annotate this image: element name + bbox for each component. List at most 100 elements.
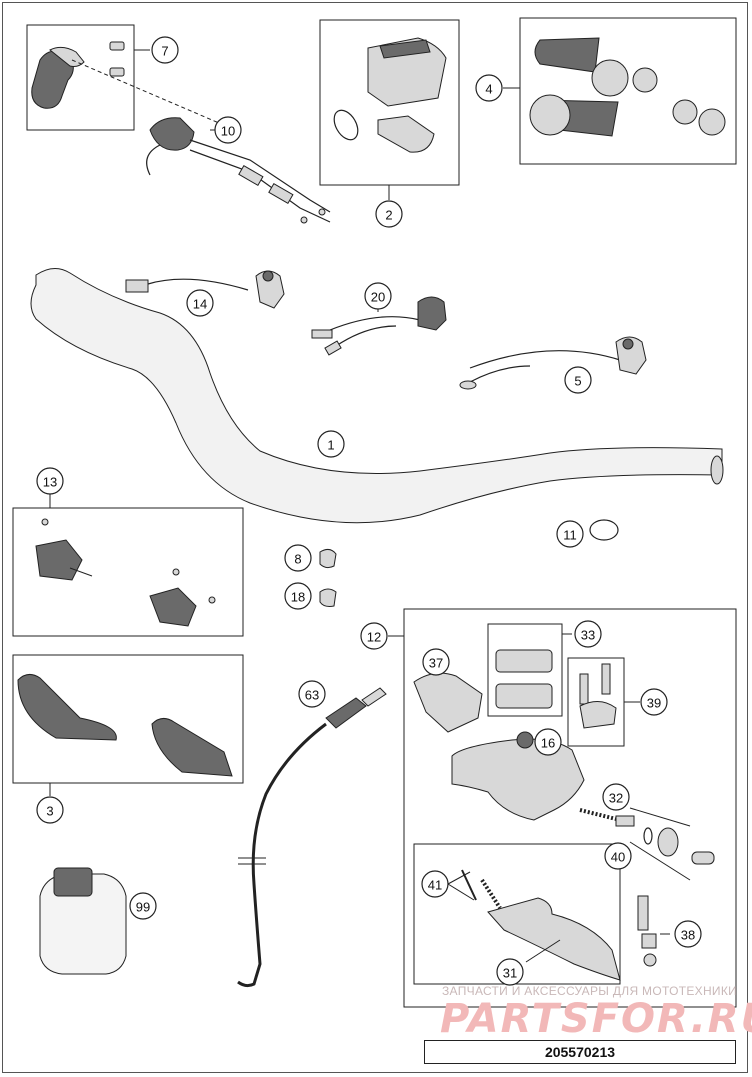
callout-3: 3 — [36, 796, 64, 824]
watermark-brand: PARTSFOR.RU — [440, 996, 752, 1042]
brake-fluid-99-part — [39, 867, 127, 975]
callout-31: 31 — [496, 958, 524, 986]
callout-13: 13 — [36, 467, 64, 495]
callout-number: 8 — [294, 552, 301, 567]
callout-number: 32 — [609, 791, 623, 806]
callout-circle — [284, 582, 312, 610]
callout-circle — [421, 870, 449, 898]
callout-number: 5 — [574, 374, 581, 389]
group-box-lever-31 — [413, 843, 621, 985]
callout-circle — [36, 467, 64, 495]
callout-1: 1 — [317, 430, 345, 458]
callout-11: 11 — [556, 520, 584, 548]
brake-hose-63-part — [237, 687, 387, 988]
callout-10: 10 — [214, 116, 242, 144]
callout-number: 14 — [193, 297, 207, 312]
callout-circle — [564, 366, 592, 394]
reservoir-cap-33-part — [495, 649, 553, 709]
callout-16: 16 — [534, 728, 562, 756]
callout-99: 99 — [129, 892, 157, 920]
handlebar-clamp-cover-part — [333, 37, 447, 153]
seal-40-part — [643, 827, 715, 865]
callout-number: 40 — [611, 850, 625, 865]
piston-set-32-part — [579, 808, 635, 827]
master-cylinder-body-part — [451, 731, 585, 821]
callout-63: 63 — [298, 680, 326, 708]
callout-circle — [317, 430, 345, 458]
pivot-bolt-38-part — [637, 895, 657, 967]
leader-lines — [49, 49, 691, 963]
group-box-handguards — [12, 654, 244, 784]
callout-number: 10 — [221, 124, 235, 139]
callout-number: 11 — [563, 528, 577, 543]
callout-39: 39 — [640, 688, 668, 716]
callout-circle — [129, 892, 157, 920]
callout-circle — [364, 282, 392, 310]
callout-18: 18 — [284, 582, 312, 610]
callout-5: 5 — [564, 366, 592, 394]
brake-lever-31-part — [461, 869, 621, 981]
handguards-part — [17, 674, 233, 777]
callout-circle — [534, 728, 562, 756]
group-box-13 — [12, 507, 244, 637]
grips-part — [529, 37, 726, 137]
callout-number: 4 — [485, 82, 492, 97]
throttle-housing-part — [31, 41, 241, 133]
clip-18-part — [319, 588, 337, 607]
callout-40: 40 — [604, 842, 632, 870]
callout-2: 2 — [375, 200, 403, 228]
callout-circle — [422, 648, 450, 676]
callout-7: 7 — [151, 36, 179, 64]
callout-circle — [604, 842, 632, 870]
callout-38: 38 — [674, 920, 702, 948]
document-number: 205570213 — [424, 1040, 736, 1064]
callout-number: 33 — [581, 628, 595, 643]
group-box-brake-master-cylinder — [403, 608, 737, 1008]
callout-circle — [36, 796, 64, 824]
callout-circle — [214, 116, 242, 144]
callout-32: 32 — [602, 783, 630, 811]
callout-number: 18 — [291, 590, 305, 605]
callout-number: 3 — [46, 804, 53, 819]
callout-14: 14 — [186, 289, 214, 317]
callout-circle — [640, 688, 668, 716]
callout-number: 13 — [43, 475, 57, 490]
callout-number: 37 — [429, 656, 443, 671]
callout-37: 37 — [422, 648, 450, 676]
callout-41: 41 — [421, 870, 449, 898]
callout-circle — [284, 544, 312, 572]
callout-circle — [298, 680, 326, 708]
callout-20: 20 — [364, 282, 392, 310]
callout-4: 4 — [475, 74, 503, 102]
callout-circle — [556, 520, 584, 548]
callout-circle — [151, 36, 179, 64]
switch-20-part — [311, 296, 447, 356]
callout-circle — [475, 74, 503, 102]
callout-circle — [496, 958, 524, 986]
callout-33: 33 — [574, 620, 602, 648]
callout-number: 31 — [503, 966, 517, 981]
callout-circle — [674, 920, 702, 948]
clamp-37-part — [413, 672, 483, 733]
callout-circle — [574, 620, 602, 648]
callout-circle — [186, 289, 214, 317]
callout-labels: 7 10 2 4 14 20 5 1 13 8 18 11 12 33 37 39 63 16 32 3 40 41 99 3… — [36, 36, 702, 986]
group-box-throttle-housing — [26, 24, 135, 131]
cable-tie-11-part — [589, 519, 619, 541]
callout-number: 38 — [681, 928, 695, 943]
callout-12: 12 — [360, 622, 388, 650]
callout-number: 1 — [327, 438, 334, 453]
callout-number: 39 — [647, 696, 661, 711]
group-box-grips — [519, 17, 737, 165]
handlebar-end-part — [710, 455, 724, 485]
group-box-33 — [487, 623, 563, 717]
clamp-set-13-part — [35, 518, 216, 627]
callout-number: 12 — [367, 630, 381, 645]
clamp-39-part — [579, 663, 617, 729]
callout-number: 2 — [385, 208, 392, 223]
throttle-cable-assembly — [146, 117, 331, 224]
switch-14-part — [125, 270, 285, 309]
watermark-caption: ЗАПЧАСТИ И АКСЕССУАРЫ ДЛЯ МОТОТЕХНИКИ — [442, 984, 738, 998]
